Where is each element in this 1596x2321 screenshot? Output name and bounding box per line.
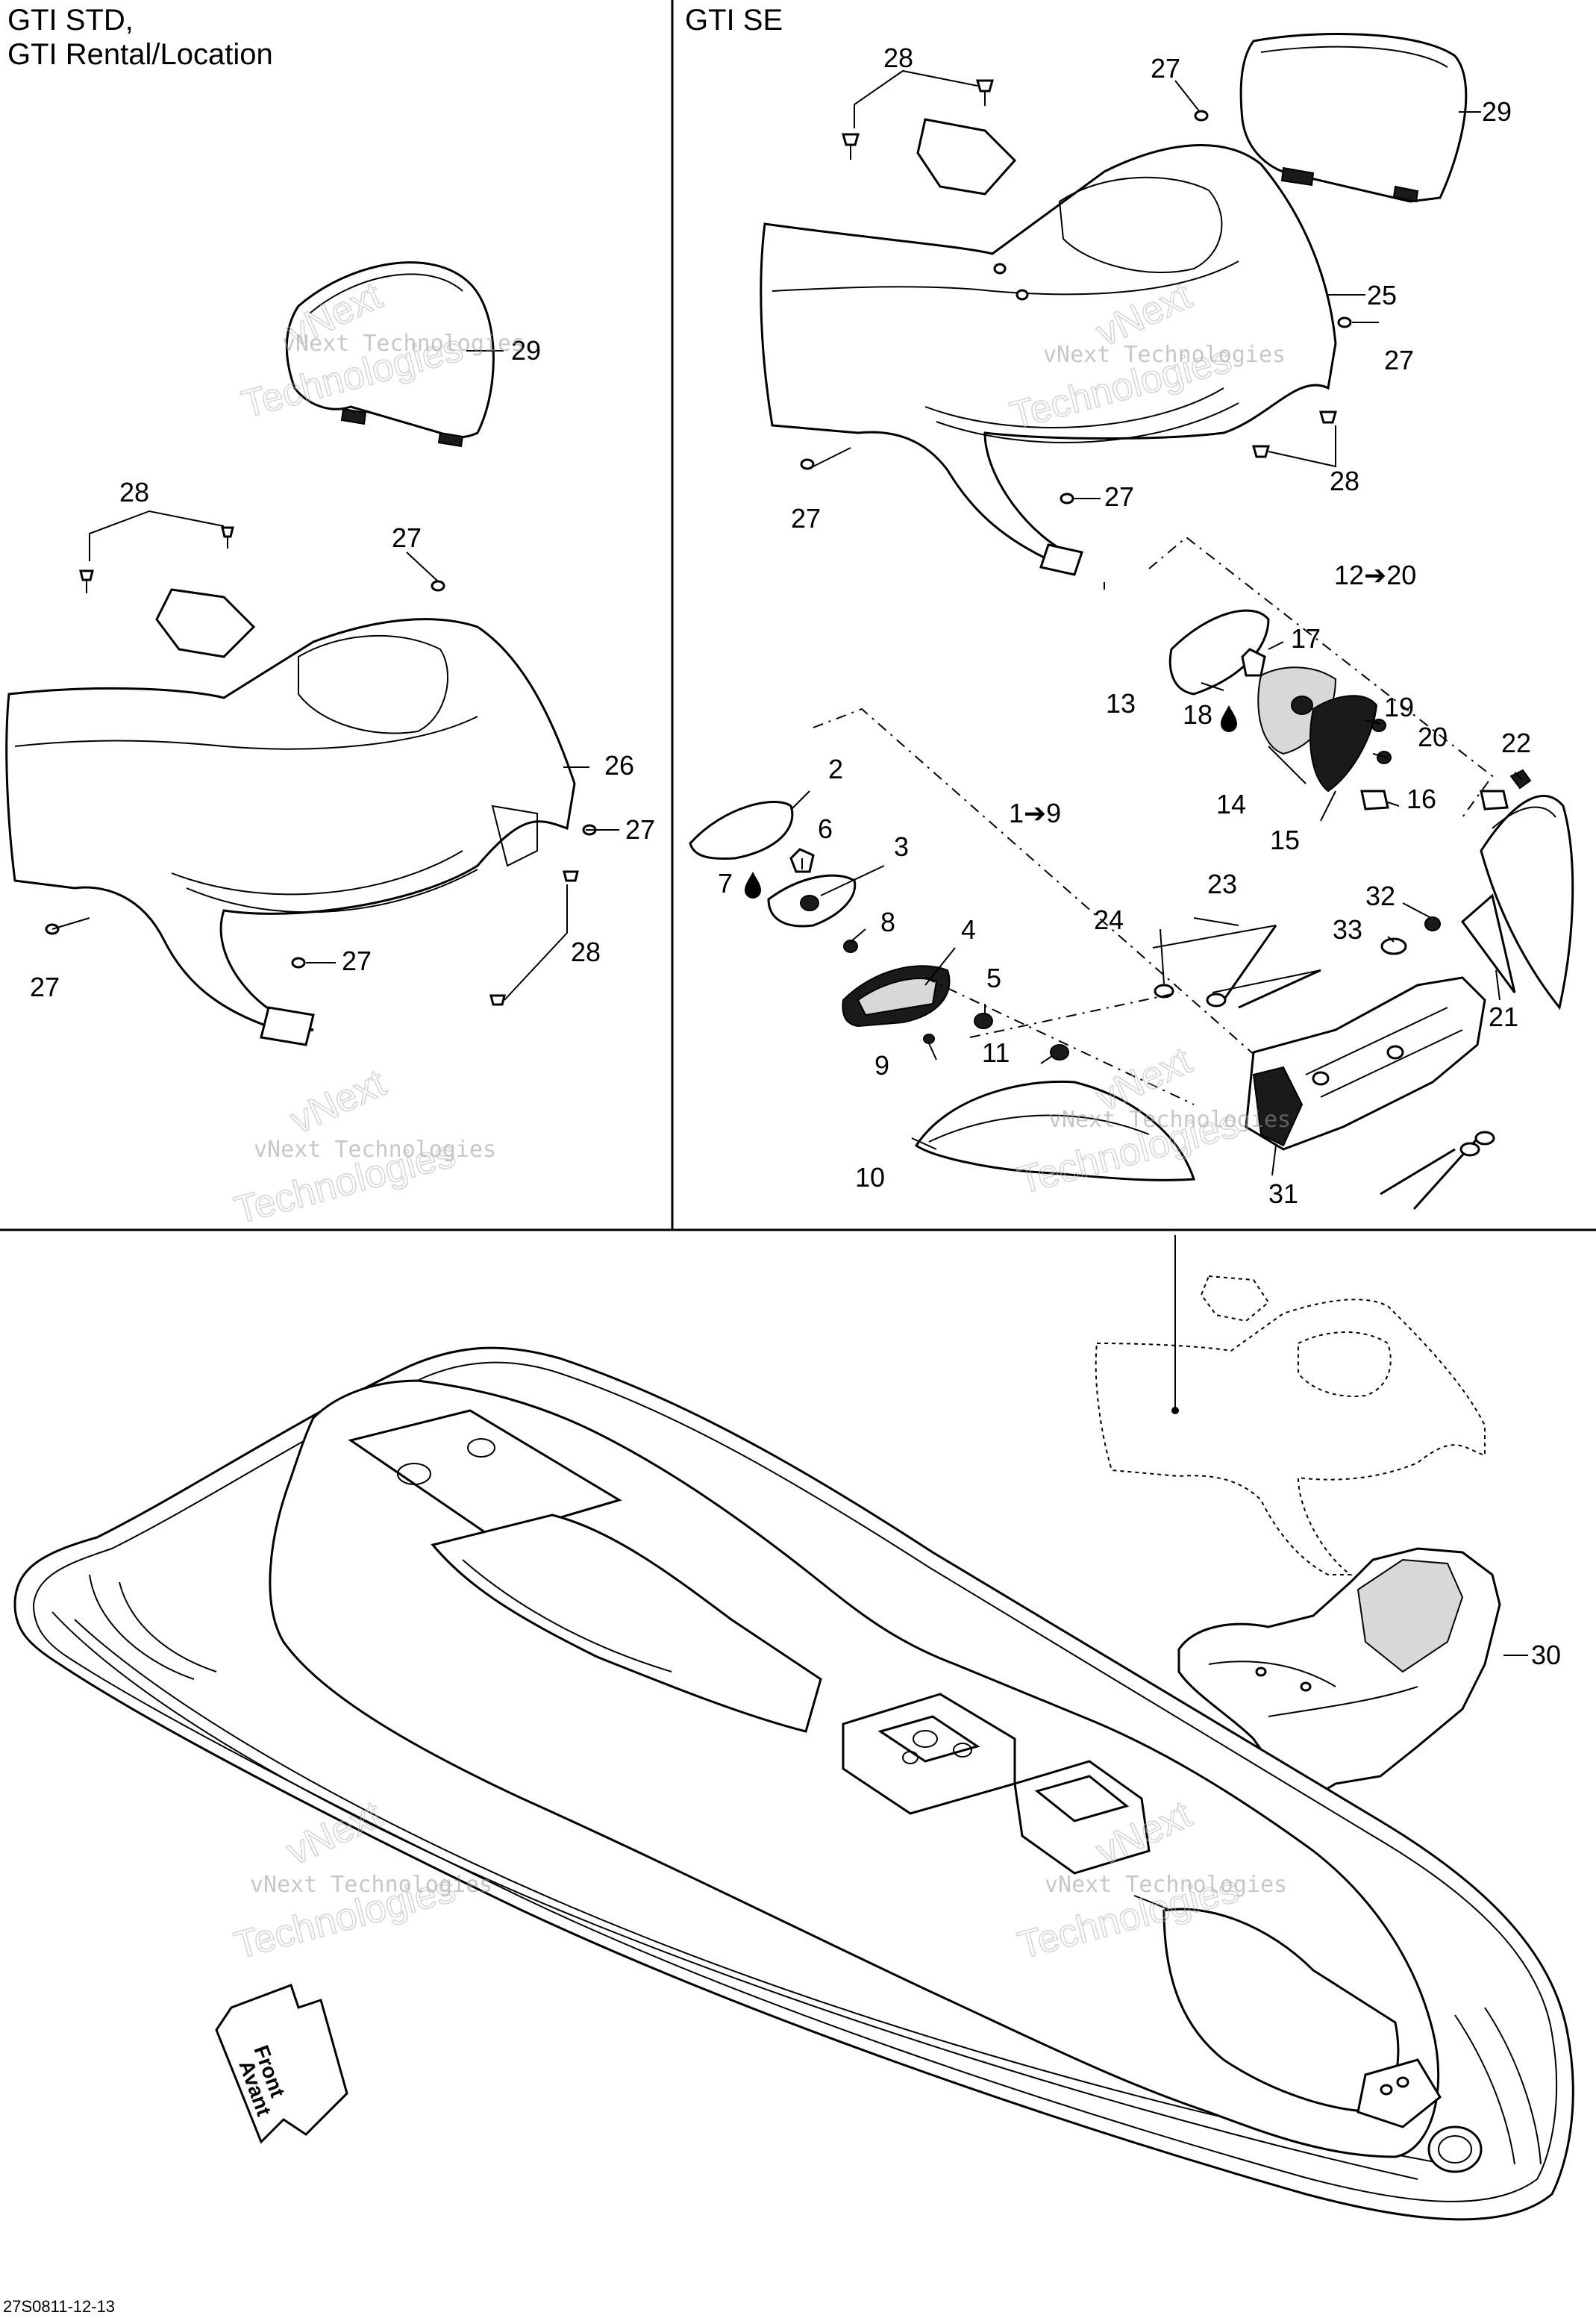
callout-5: 5 (986, 963, 1001, 993)
left-panel-title-line1: GTI STD, (7, 4, 134, 37)
callout-1-9: 1➔9 (1009, 798, 1061, 828)
callout-8: 8 (880, 907, 895, 937)
drawing-code: 27S0811-12-13 (3, 2297, 116, 2316)
callout-22: 22 (1501, 728, 1531, 758)
watermark-text: vNext Technologies (250, 1872, 492, 1898)
callout-left-27-mid: 27 (342, 946, 372, 976)
callout-left-26: 26 (604, 750, 634, 781)
callout-16: 16 (1406, 784, 1436, 814)
callout-15: 15 (1270, 825, 1300, 855)
oil-drop-icon (1221, 705, 1237, 732)
callout-left-28-top: 28 (119, 477, 149, 507)
right-top-leader-lines (813, 69, 1481, 499)
callout-6: 6 (818, 813, 833, 844)
callout-left-27-right: 27 (625, 814, 655, 845)
right-seat-cover (1239, 32, 1468, 203)
oil-drop-icon (745, 872, 761, 899)
callout-19: 19 (1384, 692, 1414, 722)
left-panel-title-line2: GTI Rental/Location (7, 38, 273, 71)
left-body-shell (5, 588, 576, 1046)
front-direction-arrow: Front Avant (215, 1984, 348, 2144)
watermark-text: vNext Technologies (254, 1137, 496, 1163)
right-body-shell (760, 118, 1337, 576)
callout-7: 7 (718, 868, 733, 899)
hull (13, 1346, 1574, 2221)
callout-12-20: 12➔20 (1334, 560, 1416, 590)
callout-left-28-bottom: 28 (571, 937, 601, 967)
callout-14: 14 (1216, 789, 1246, 819)
watermark-text: vNext Technologies (1045, 1872, 1287, 1898)
marker-light-assembly (689, 800, 1196, 1181)
callout-right-27-bottom: 27 (791, 503, 821, 534)
callout-right-28-bottom: 28 (1330, 466, 1359, 496)
right-panel-title: GTI SE (685, 4, 783, 37)
callout-9: 9 (874, 1050, 889, 1081)
callout-left-29: 29 (511, 335, 541, 366)
callout-4: 4 (961, 914, 976, 945)
watermark-outline: vNext (284, 1061, 392, 1143)
left-seat-cover (285, 261, 495, 448)
callout-right-27-mid: 27 (1104, 481, 1134, 512)
callout-31: 31 (1268, 1178, 1298, 1209)
ghost-body-reference (1095, 1235, 1486, 1575)
callout-right-27-right: 27 (1384, 345, 1414, 375)
watermark-text: vNext Technologies (282, 331, 525, 357)
callout-right-25: 25 (1367, 280, 1397, 310)
callout-2: 2 (828, 754, 843, 784)
callout-23: 23 (1207, 869, 1237, 899)
callout-left-27-top: 27 (392, 522, 422, 553)
callout-30: 30 (1531, 1640, 1561, 1670)
callout-33: 33 (1333, 914, 1362, 945)
callout-13: 13 (1106, 688, 1136, 719)
watermark-text: vNext Technologies (1048, 1107, 1291, 1133)
watermark-text: vNext Technologies (1043, 342, 1286, 368)
right-panel-leader-lines (790, 641, 1523, 1176)
callout-24: 24 (1094, 905, 1124, 935)
callout-right-29: 29 (1482, 96, 1512, 127)
callout-18: 18 (1183, 699, 1212, 730)
callout-21: 21 (1489, 1002, 1518, 1032)
callout-32: 32 (1365, 881, 1395, 911)
callout-right-28-top: 28 (883, 43, 913, 73)
left-leader-lines (51, 350, 619, 1001)
callout-3: 3 (894, 831, 909, 862)
callout-right-27-top: 27 (1151, 53, 1180, 84)
callout-11: 11 (982, 1037, 1010, 1068)
callout-10: 10 (855, 1162, 885, 1193)
callout-left-27-bottom: 27 (30, 972, 60, 1002)
callout-17: 17 (1291, 623, 1321, 654)
right-top-fasteners (800, 79, 1352, 505)
callout-20: 20 (1418, 722, 1448, 752)
